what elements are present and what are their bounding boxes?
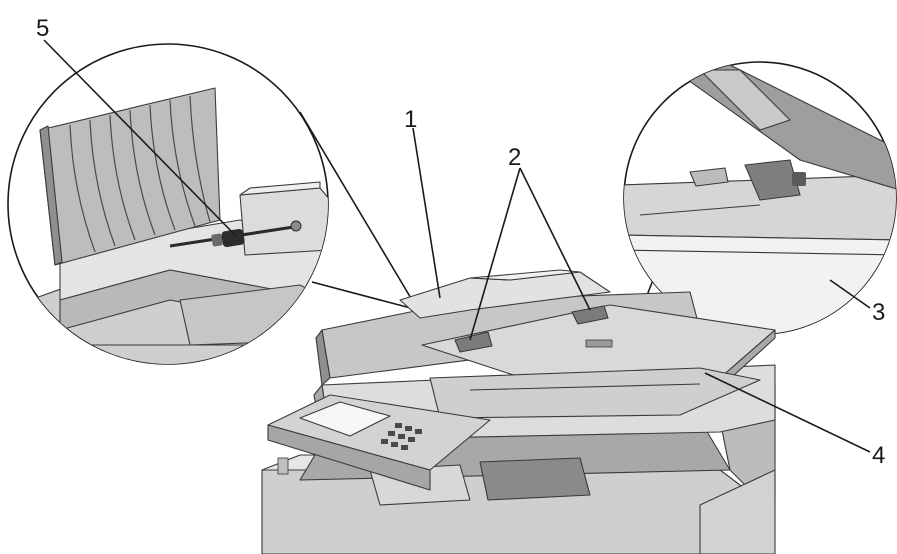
leader-4 xyxy=(704,372,871,453)
callout-5: 5 xyxy=(36,15,49,42)
printer-main-body xyxy=(261,269,776,554)
callout-2: 2 xyxy=(508,144,521,171)
inset-left-feed-roller xyxy=(7,43,419,365)
document-guide-right xyxy=(571,305,609,325)
leader-lines xyxy=(43,39,871,453)
callout-4: 4 xyxy=(872,442,885,469)
leader-2b xyxy=(519,167,591,311)
zoom-line-left-top xyxy=(299,111,419,311)
callout-1: 1 xyxy=(404,106,417,133)
callout-3: 3 xyxy=(872,299,885,326)
leader-3 xyxy=(829,279,871,309)
zoom-line-left-bottom xyxy=(311,281,419,311)
callout-labels: 1 2 3 4 5 xyxy=(36,15,885,469)
document-guide-left xyxy=(454,331,493,353)
leader-5 xyxy=(43,39,237,237)
leader-1 xyxy=(412,127,441,299)
touch-screen xyxy=(299,401,391,437)
leader-2a xyxy=(469,167,521,341)
